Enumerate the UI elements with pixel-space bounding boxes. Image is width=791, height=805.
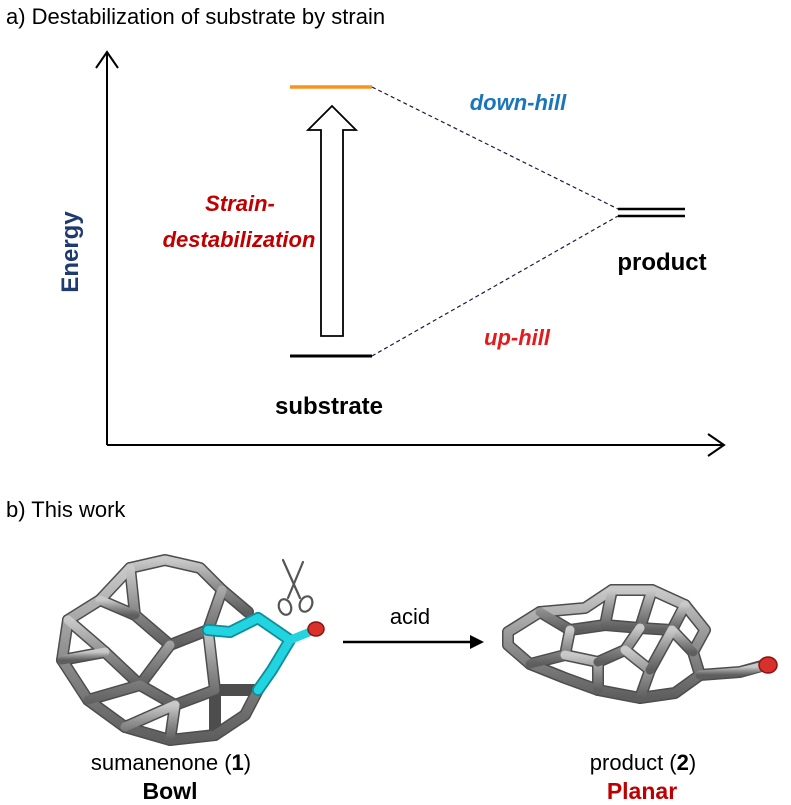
strain-label-line2: destabilization (163, 227, 316, 252)
energy-axes (95, 50, 726, 457)
panel-a-heading: a) Destabilization of substrate by strai… (6, 4, 385, 29)
energy-axis-label: Energy (57, 211, 84, 293)
reaction-condition-label: acid (390, 604, 430, 629)
product-level (618, 207, 685, 218)
planar-product-molecule (502, 584, 778, 704)
strain-label-line1: Strain- (205, 191, 275, 216)
panel-b-heading: b) This work (6, 497, 126, 522)
dashed-connectors (371, 86, 619, 357)
up-hill-label: up-hill (484, 325, 551, 350)
planar-label: Planar (607, 778, 677, 804)
reaction-arrow (343, 635, 484, 649)
product-caption: product (2) (590, 750, 696, 775)
reactant-caption: sumanenone (1) (91, 750, 251, 775)
sumanenone-bowl-molecule (56, 554, 325, 746)
strain-up-arrow (305, 104, 359, 337)
bowl-label: Bowl (143, 778, 198, 804)
scissors-icon (277, 558, 314, 616)
substrate-label: substrate (275, 393, 383, 420)
product-label: product (617, 249, 706, 276)
down-hill-label: down-hill (470, 90, 567, 115)
